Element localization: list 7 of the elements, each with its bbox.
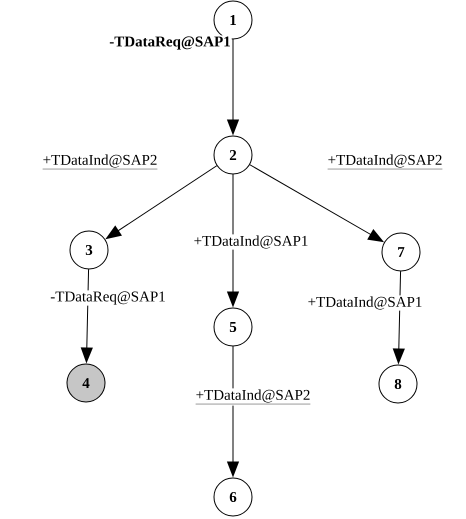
- edge-label: +TDataInd@SAP2: [42, 153, 158, 171]
- edge-label: -TDataReq@SAP1: [49, 290, 167, 306]
- edge-label: -TDataReq@SAP1: [108, 35, 232, 51]
- edge-label: +TDataInd@SAP2: [326, 153, 444, 171]
- edge-label: +TDataInd@SAP2: [194, 388, 312, 406]
- edge-label: +TDataInd@SAP1: [306, 295, 424, 311]
- edge-label: +TDataInd@SAP1: [192, 234, 310, 250]
